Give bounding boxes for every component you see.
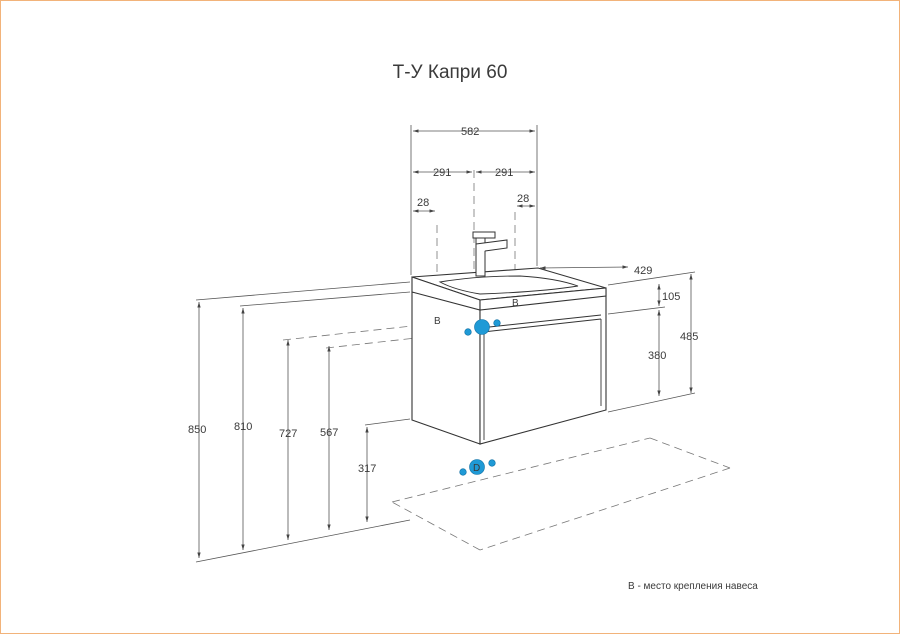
drain-marker-right [488,459,496,467]
sink [411,267,607,311]
mount-marker-left [464,328,472,336]
mount-markers [459,319,501,476]
dim-half-right: 291 [495,167,513,179]
dim-half-left: 291 [433,167,451,179]
mount-label-center: B [512,298,519,309]
dim-567: 567 [320,427,338,439]
dim-total-width: 582 [461,126,479,138]
depth-leader [607,271,696,286]
dim-850: 850 [188,424,206,436]
left-extension-lines [195,281,411,563]
dim-offset-left: 28 [417,197,429,209]
dim-727: 727 [279,428,297,440]
faucet [472,231,508,277]
mount-marker-main [474,319,490,335]
dim-317: 317 [358,463,376,475]
dim-depth: 429 [634,265,652,277]
floor-outline [391,437,731,551]
dim-cabinet-height: 380 [648,350,666,362]
legend-note: В - место крепления навеса [628,581,758,592]
dim-810: 810 [234,421,252,433]
drain-marker-left [459,468,467,476]
cabinet [411,289,607,445]
right-extension-lines [607,306,696,413]
drain-marker-main [469,459,485,475]
dim-sink-height: 105 [662,291,680,303]
drawing-title: Т-У Капри 60 [392,62,508,83]
dim-line-429 [539,265,629,270]
top-extension-lines [410,125,538,275]
mount-label-left: B [434,316,441,327]
drain-label: D [473,463,480,474]
mount-marker-right [493,319,501,327]
dim-total-height: 485 [680,331,698,343]
dim-offset-right: 28 [517,193,529,205]
